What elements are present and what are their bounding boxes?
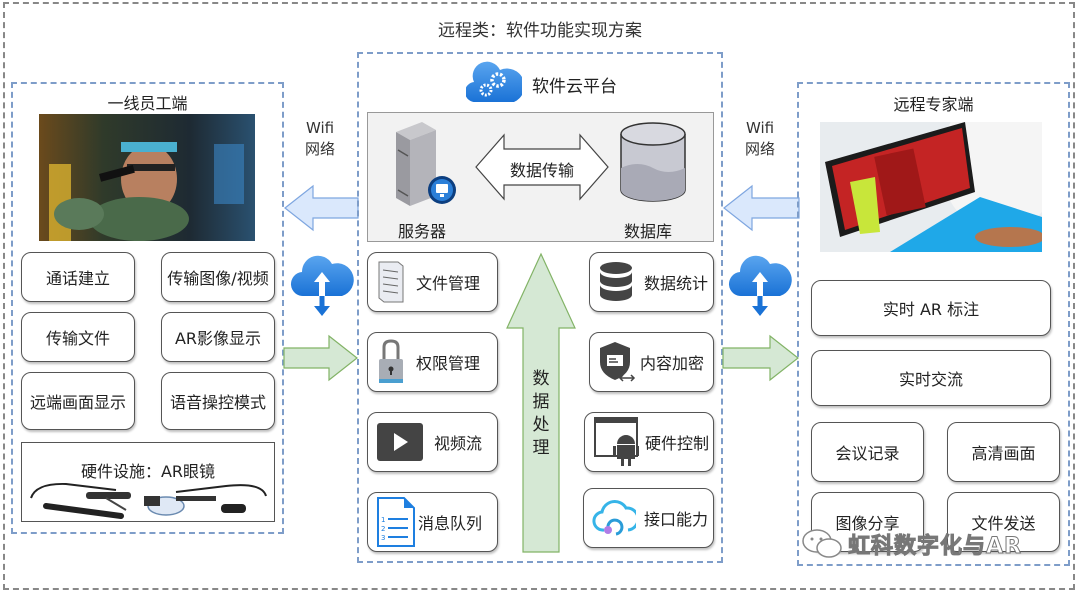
padlock-icon [379,339,403,383]
document-icon [378,261,404,303]
database-cylinder-icon [620,122,686,202]
svg-text:1: 1 [381,516,385,524]
arrow-left-to-cloud [723,184,800,232]
svg-text:3: 3 [381,534,385,542]
hardware-title: 硬件设施：AR眼镜 [80,462,216,481]
feature-file-send[interactable]: 文件发送 [947,492,1060,552]
module-content-encryption[interactable]: 内容加密 [589,332,714,392]
worker-photo [39,114,255,241]
module-permission-management[interactable]: 权限管理 [367,332,498,392]
module-label: 文件管理 [416,274,481,293]
numbered-list-icon: 1 2 3 [377,497,415,547]
expert-panel-title: 远程专家端 [893,95,974,114]
arrow-right-to-expert [722,334,799,382]
wifi-label-right-line1: Wifi [745,119,775,137]
diagram-title: 远程类：软件功能实现方案 [438,21,642,41]
module-label: 内容加密 [640,354,705,373]
database-label: 数据库 [624,222,673,241]
cloud-upload-download-icon [290,255,354,316]
module-label: 数据统计 [644,274,709,293]
shield-icon [600,342,636,382]
play-icon [377,423,423,461]
outer-frame [3,2,1075,590]
feature-transfer-file[interactable]: 传输文件 [21,312,135,362]
server-label: 服务器 [398,222,447,241]
database-icon [600,262,632,301]
arrow-right-to-cloud [283,334,358,382]
feature-realtime-ar-annotation[interactable]: 实时 AR 标注 [811,280,1051,336]
expert-photo [820,122,1042,252]
wifi-label-left-line2: 网络 [304,140,335,158]
expert-panel [797,82,1070,566]
feature-realtime-communication[interactable]: 实时交流 [811,350,1051,406]
feature-meeting-record[interactable]: 会议记录 [811,422,924,482]
feature-transfer-media[interactable]: 传输图像/视频 [161,252,275,302]
cloud-panel [357,52,723,563]
processing-char: 数 [532,369,550,389]
processing-char: 理 [532,438,550,458]
worker-panel [11,82,284,534]
processing-char: 据 [532,392,550,412]
module-message-queue[interactable]: 1 2 3 消息队列 [367,492,498,552]
data-transfer-label: 数据传输 [509,161,574,180]
feature-remote-view[interactable]: 远端画面显示 [21,372,135,430]
module-label: 权限管理 [416,354,481,373]
data-processing-label: 数 据 处 理 [531,368,551,460]
arrow-left-to-worker [284,184,359,232]
feature-voice-control[interactable]: 语音操控模式 [161,372,275,430]
cloud-gear-icon [466,61,522,103]
watermark-text: 虹科数字化与AR [848,534,1022,560]
data-processing-arrow [506,252,576,553]
module-video-stream[interactable]: 视频流 [367,412,498,472]
feature-ar-display[interactable]: AR影像显示 [161,312,275,362]
module-label: 消息队列 [418,514,483,533]
server-icon [396,122,456,206]
module-label: 接口能力 [644,510,709,529]
feature-hd-picture[interactable]: 高清画面 [947,422,1060,482]
module-data-statistics[interactable]: 数据统计 [589,252,714,312]
feature-call-setup[interactable]: 通话建立 [21,252,135,302]
wechat-icon [802,529,842,558]
ar-glasses-image [26,478,270,520]
cloud-upload-download-icon [728,255,792,316]
cloud-api-icon [592,500,636,536]
worker-panel-title: 一线员工端 [107,94,188,113]
wifi-label-right-line2: 网络 [744,140,775,158]
android-window-icon [594,417,639,466]
module-label: 硬件控制 [645,434,710,453]
wifi-label-left-line1: Wifi [305,119,335,137]
module-label: 视频流 [434,434,483,453]
module-api-capability[interactable]: 接口能力 [583,488,714,548]
processing-char: 处 [532,415,550,435]
module-file-management[interactable]: 文件管理 [367,252,498,312]
cloud-panel-title: 软件云平台 [532,77,617,97]
svg-text:2: 2 [381,525,385,533]
data-transfer-arrow [475,133,609,201]
wifi-label-right: Wifi 网络 [730,118,790,160]
module-hardware-control[interactable]: 硬件控制 [584,412,714,472]
wifi-label-left: Wifi 网络 [290,118,350,160]
